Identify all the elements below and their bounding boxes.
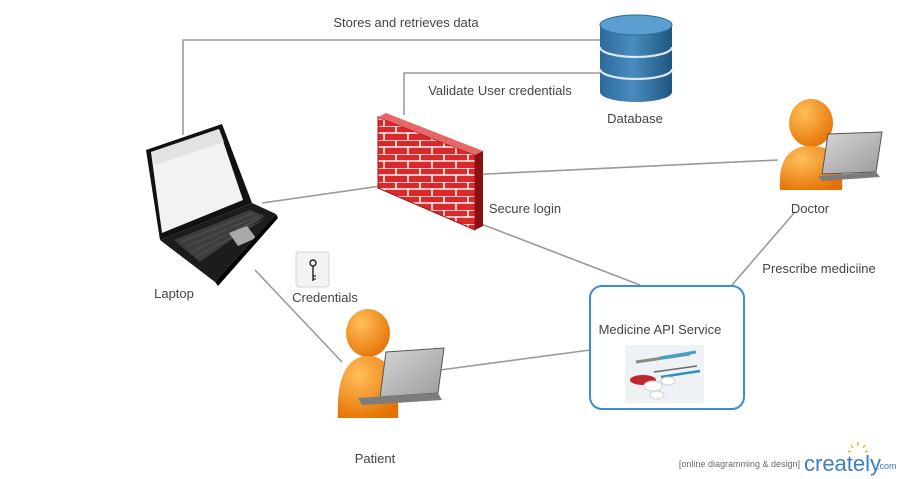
edge-label-doctor-api: Prescribe mediciine (762, 261, 875, 276)
patient-icon[interactable] (337, 309, 445, 418)
edge-doctor-api (731, 211, 796, 286)
edge-firewall-api (475, 221, 641, 286)
watermark-suffix: .com (877, 461, 897, 471)
sun-icon (847, 442, 869, 453)
creately-watermark: [online diagramming & design] creately .… (679, 442, 897, 476)
laptop-icon[interactable] (146, 124, 278, 286)
watermark-brand: creately (804, 451, 881, 476)
database-label: Database (607, 111, 663, 126)
edge-firewall-doctor (464, 159, 779, 176)
api-service-label: Medicine API Service (599, 322, 722, 337)
edge-label-laptop-database: Stores and retrieves data (333, 15, 479, 30)
edge-laptop-firewall (261, 184, 389, 204)
connectors (182, 39, 796, 371)
patient-label: Patient (355, 451, 396, 466)
credentials-label: Credentials (292, 290, 358, 305)
doctor-icon[interactable] (779, 99, 883, 190)
edge-firewall-database (403, 72, 600, 115)
edge-laptop-patient (254, 269, 343, 363)
key-icon (295, 251, 330, 288)
edge-label-firewall-api: Secure login (489, 201, 561, 216)
firewall-icon[interactable] (377, 113, 483, 231)
edge-laptop-database (182, 39, 600, 135)
edge-label-firewall-database: Validate User credentials (428, 83, 572, 98)
medicine-icon (625, 345, 704, 403)
doctor-label: Doctor (791, 201, 830, 216)
watermark-tagline: [online diagramming & design] (679, 459, 800, 469)
laptop-label: Laptop (154, 286, 194, 301)
edge-patient-api (439, 349, 591, 371)
database-icon[interactable] (598, 14, 674, 102)
